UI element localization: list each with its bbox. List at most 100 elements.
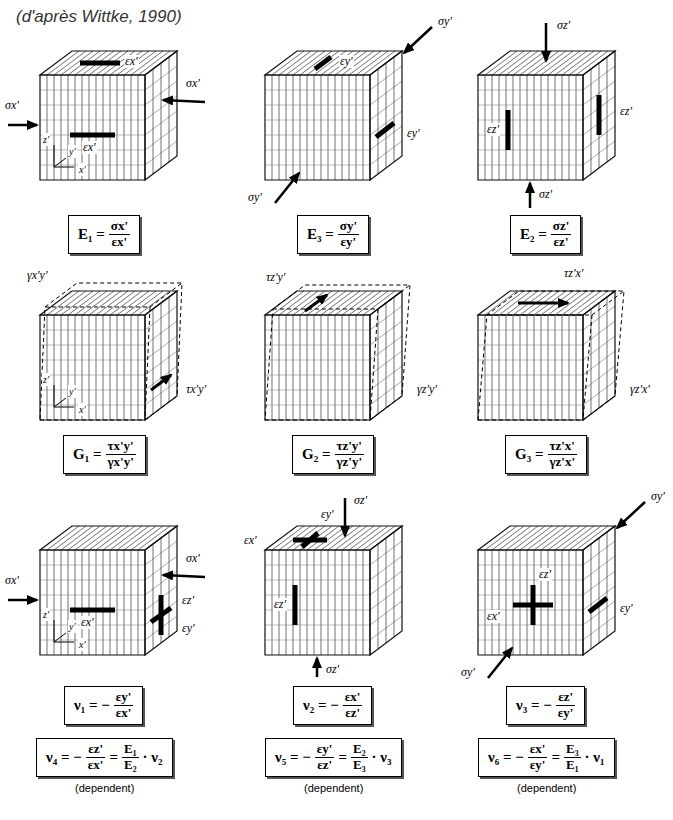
strain-bar — [315, 57, 331, 69]
layer-line — [342, 315, 343, 420]
layer-line — [342, 75, 343, 180]
formula-text: = — [338, 749, 347, 766]
axis-label: z' — [42, 608, 50, 621]
axis-line — [54, 158, 66, 167]
layer-line — [394, 532, 395, 637]
formula-box: ν₄ = −εz'εx'=E₁E₂· ν₂ — [36, 738, 173, 777]
layer-line — [356, 526, 388, 550]
layer-line — [349, 75, 350, 180]
layer-line — [527, 526, 559, 550]
layer-line — [286, 51, 318, 75]
grid-line — [478, 405, 583, 406]
layer-line — [492, 315, 493, 420]
cube-edge — [478, 291, 615, 315]
cube-face — [265, 315, 370, 420]
layer-line — [356, 550, 357, 655]
layer-line — [607, 532, 608, 637]
layer-line — [75, 75, 76, 180]
deformed-outline — [265, 285, 410, 420]
layer-line — [328, 315, 329, 420]
layer-line — [96, 526, 128, 550]
layer-line — [279, 315, 280, 420]
layer-line — [103, 315, 104, 420]
axis-line — [54, 642, 74, 643]
cube-edge — [370, 291, 402, 420]
layer-line — [138, 315, 139, 420]
cube-edge — [265, 51, 402, 75]
cube-edge — [40, 51, 177, 75]
layer-line — [335, 550, 336, 655]
layer-line — [356, 291, 388, 315]
stress-arrow — [529, 183, 532, 208]
formula-text: ν₅ = − — [275, 749, 311, 766]
layer-line — [548, 526, 580, 550]
formula-text: G₁ = — [73, 446, 101, 463]
cube-edge — [40, 75, 145, 180]
layer-line — [47, 51, 79, 75]
layer-line — [335, 75, 336, 180]
denominator: γz'y' — [334, 455, 364, 470]
formula-box: ν₅ = −εy'εz'=E₂E₃· ν₃ — [265, 738, 402, 777]
layer-line — [356, 75, 357, 180]
cube-face — [478, 315, 583, 420]
layer-line — [363, 315, 364, 420]
layer-line — [75, 550, 76, 655]
denominator: εy' — [528, 758, 548, 773]
layer-line — [534, 51, 566, 75]
layer-line — [492, 550, 493, 655]
layer-line — [506, 51, 538, 75]
layer-line — [68, 526, 100, 550]
denominator: γz'x' — [547, 455, 577, 470]
layer-line — [534, 315, 535, 420]
layer-line — [569, 51, 601, 75]
layer-line — [520, 526, 552, 550]
grid-line — [478, 330, 583, 331]
layer-line — [562, 550, 563, 655]
grid-line — [40, 390, 145, 391]
cube-edge — [40, 291, 177, 315]
stress-arrow — [275, 173, 299, 203]
formula-text: ν₄ = − — [46, 749, 82, 766]
cube-face — [265, 550, 370, 655]
cube-label: σz' — [353, 494, 368, 507]
cube-edge — [40, 315, 145, 420]
formula-box: G₁ =τx'y'γx'y' — [63, 435, 146, 474]
layer-line — [363, 550, 364, 655]
layer-line — [485, 315, 486, 420]
denominator: E₃ — [351, 758, 368, 773]
layer-line — [89, 315, 90, 420]
layer-line — [534, 526, 566, 550]
cube-label: σx' — [185, 552, 201, 565]
note-label: (dependent) — [304, 782, 363, 794]
layer-line — [54, 291, 86, 315]
layer-line — [89, 526, 121, 550]
layer-line — [138, 51, 170, 75]
cube-label: εx' — [82, 141, 97, 154]
layer-line — [110, 75, 111, 180]
layer-line — [124, 291, 156, 315]
cube-label: εy' — [181, 622, 196, 635]
cube-label: σz' — [556, 19, 571, 32]
deformed-outline — [40, 283, 182, 420]
layer-line — [349, 315, 350, 420]
layer-line — [117, 315, 118, 420]
layer-line — [161, 303, 162, 408]
layer-line — [47, 291, 79, 315]
layer-line — [335, 51, 367, 75]
stress-arrow — [344, 498, 347, 536]
stress-arrow — [316, 658, 319, 677]
layer-line — [293, 75, 294, 180]
cube-edge — [478, 550, 583, 655]
grid-line — [40, 135, 145, 136]
layer-line — [513, 315, 514, 420]
layer-line — [378, 544, 379, 649]
stress-arrow — [305, 295, 327, 311]
stress-arrow — [404, 27, 432, 53]
cube-edge — [265, 526, 402, 550]
layer-line — [117, 550, 118, 655]
layer-line — [75, 291, 107, 315]
fraction: εx'εy' — [528, 742, 548, 773]
grid-line — [40, 330, 145, 331]
layer-line — [342, 291, 374, 315]
layer-line — [131, 526, 163, 550]
